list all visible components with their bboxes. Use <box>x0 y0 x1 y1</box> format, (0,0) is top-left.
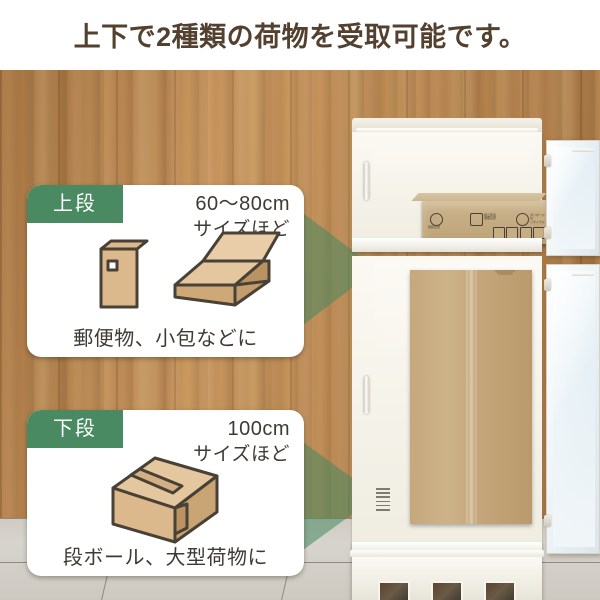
upper-tier-caption: 郵便物、小包などに <box>73 328 258 350</box>
base-vent-1 <box>378 581 410 600</box>
lower-size-line-1: 100cm <box>227 418 290 440</box>
upper-door-hinge-top <box>544 155 551 167</box>
lower-door-hinge-top <box>544 279 551 291</box>
upper-door-hinge-bottom <box>544 227 551 239</box>
lower-door-handle[interactable] <box>364 376 369 414</box>
lower-tier-illustrations <box>27 448 304 544</box>
shipping-label-icons: 取扱注意 組立家具開梱注意 ダンボールはリサイクル <box>428 209 546 239</box>
upper-door-handle[interactable] <box>364 162 369 200</box>
lower-tier-badge: 下段 <box>27 410 123 448</box>
lower-size-line-2: サイズほど <box>193 444 290 465</box>
lower-door[interactable] <box>544 264 600 554</box>
lower-compartment <box>352 256 542 556</box>
cavity-vent-slots <box>376 488 390 514</box>
flat-cardboard-parcel: 取扱注意 組立家具開梱注意 ダンボールはリサイクル <box>411 193 550 244</box>
page-title: 上下で2種類の荷物を受取可能です。 <box>73 22 527 52</box>
lower-tier-size-text: 100cm サイズほど <box>193 416 290 468</box>
lower-tier-info-card: 下段 100cm サイズほど 段ボール、大型荷物に <box>27 410 304 576</box>
large-cardboard-box <box>410 270 532 524</box>
upper-size-line-1: 60〜80cm <box>195 193 290 215</box>
large-cardboard-box-icon <box>111 456 219 544</box>
locker-base <box>350 550 544 600</box>
upper-tier-info-card: 上段 60〜80cm サイズほど <box>27 185 304 357</box>
envelope-parcel-icon <box>99 239 149 309</box>
photo-scene: 取扱注意 組立家具開梱注意 ダンボールはリサイクル <box>0 70 600 600</box>
base-vent-3 <box>484 581 516 600</box>
delivery-locker: 取扱注意 組立家具開梱注意 ダンボールはリサイクル <box>350 118 600 600</box>
upper-door-edge-handle[interactable] <box>572 149 594 152</box>
upper-tier-illustrations <box>27 227 304 319</box>
locker-top-cap <box>352 118 542 134</box>
upper-compartment: 取扱注意 組立家具開梱注意 ダンボールはリサイクル <box>352 132 550 252</box>
lower-door-edge-handle[interactable] <box>572 273 594 276</box>
flat-open-box-icon <box>173 231 281 307</box>
lower-compartment-cavity <box>374 262 532 544</box>
lower-door-hinge-bottom <box>544 515 551 527</box>
upper-compartment-cavity: 取扱注意 組立家具開梱注意 ダンボールはリサイクル <box>374 142 550 244</box>
lower-tier-caption: 段ボール、大型荷物に <box>63 547 268 569</box>
upper-tier-badge: 上段 <box>27 185 123 223</box>
base-vent-2 <box>431 581 463 600</box>
upper-door[interactable] <box>544 140 600 256</box>
